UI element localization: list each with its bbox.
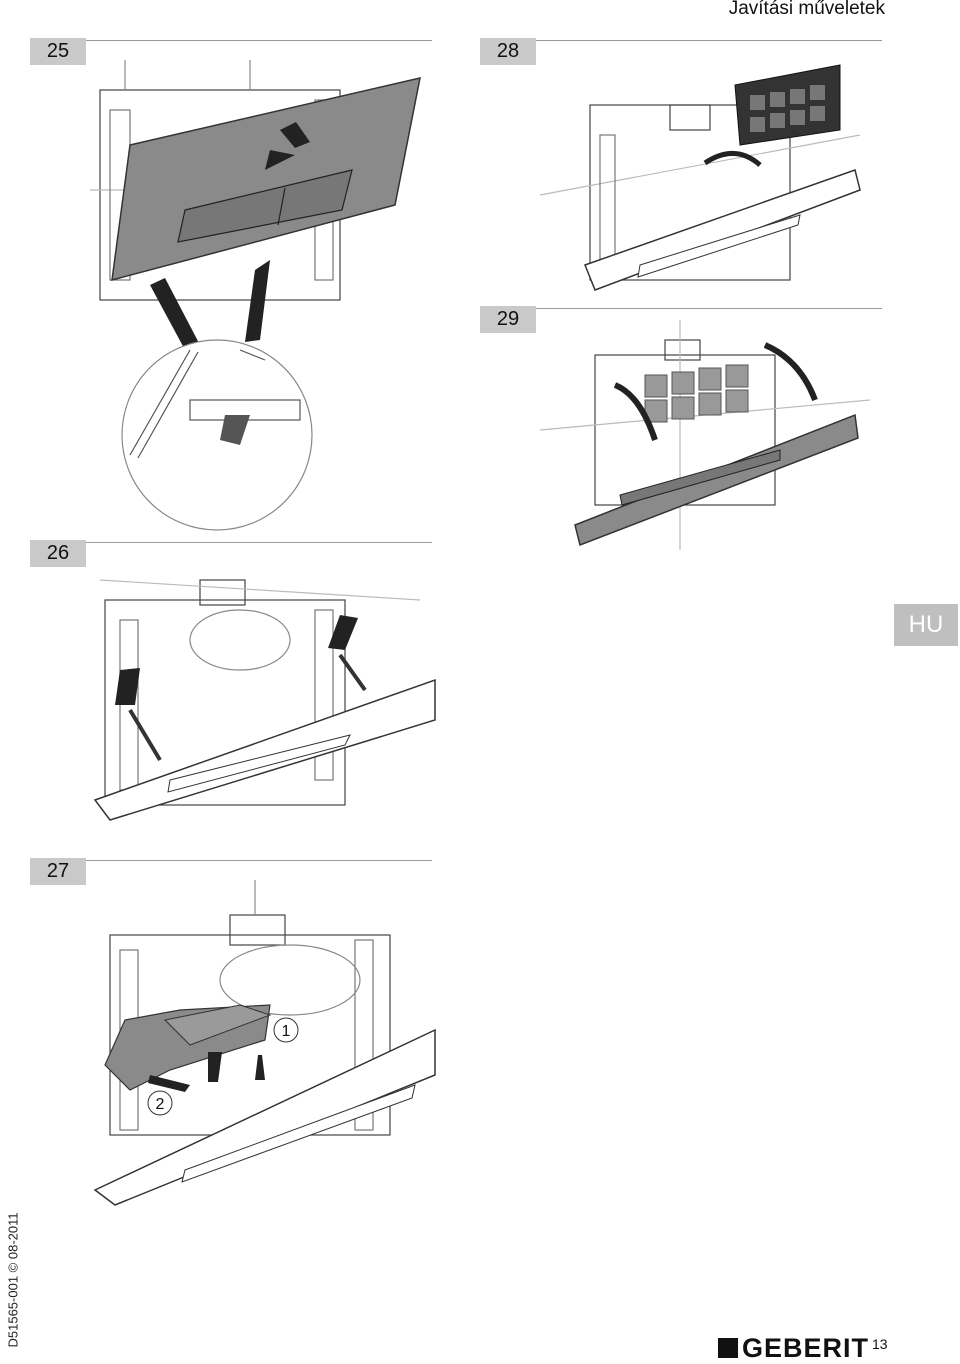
step-29-illustration (539, 320, 871, 550)
callout-1: 1 (282, 1023, 291, 1040)
step-28-badge: 28 (480, 38, 536, 65)
step-28-rule (480, 40, 882, 41)
step-26-badge: 26 (30, 540, 86, 567)
step-25-rule (30, 40, 432, 41)
brand-logo-mark (718, 1338, 738, 1358)
step-27-rule (30, 860, 432, 861)
step-25-badge: 25 (30, 38, 86, 65)
page-number: 13 (872, 1336, 888, 1352)
brand-logo-text: GEBERIT (742, 1333, 870, 1363)
document-id: D51565-001 © 08-2011 (5, 1212, 21, 1348)
step-26-rule (30, 542, 432, 543)
step-26-illustration (93, 579, 436, 821)
step-29-rule (480, 308, 882, 309)
step-27-illustration: 1 2 (93, 880, 436, 1206)
page-header-title: Javítási műveletek (728, 0, 885, 19)
step-29-badge: 29 (480, 306, 536, 333)
language-tab: HU (894, 604, 958, 646)
step-25-illustration (90, 60, 421, 531)
callout-2: 2 (156, 1096, 165, 1113)
step-27-badge: 27 (30, 858, 86, 885)
step-28-illustration (539, 64, 861, 291)
